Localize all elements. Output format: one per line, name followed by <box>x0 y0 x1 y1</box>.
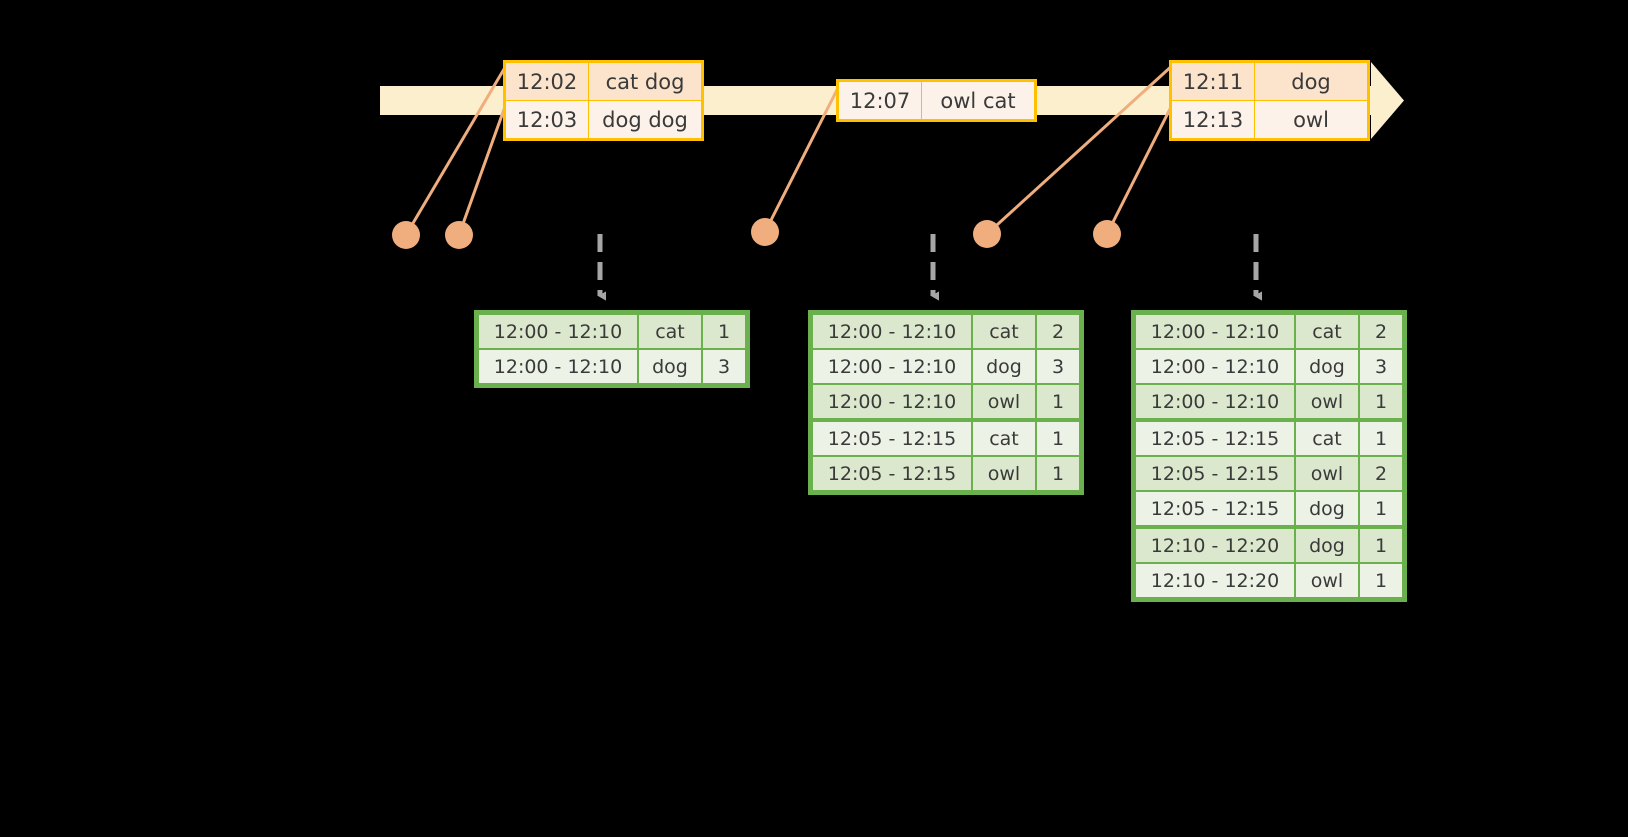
result-table-3-grid: 12:00 - 12:10 cat 2 12:00 - 12:10 dog 3 … <box>1134 313 1404 599</box>
window-range: 12:00 - 12:10 <box>813 315 971 348</box>
event-group-1-table: 12:02 cat dog 12:03 dog dog <box>505 62 702 139</box>
connector-line-5 <box>1105 100 1176 235</box>
event-payload: dog <box>1254 62 1368 101</box>
down-arrows <box>597 234 1262 301</box>
word-count: 1 <box>1360 564 1402 597</box>
table-row[interactable]: 12:00 - 12:10 dog 3 <box>813 350 1079 383</box>
word-count: 1 <box>703 315 745 348</box>
event-time: 12:03 <box>505 100 589 139</box>
event-group-1[interactable]: 12:02 cat dog 12:03 dog dog <box>503 60 704 141</box>
window-range: 12:00 - 12:10 <box>813 385 971 420</box>
window-range: 12:00 - 12:10 <box>813 350 971 383</box>
window-range: 12:00 - 12:10 <box>479 350 637 383</box>
event-row[interactable]: 12:11 dog <box>1171 62 1368 101</box>
word-key: cat <box>1296 315 1358 348</box>
table-row[interactable]: 12:00 - 12:10 cat 2 <box>1136 315 1402 348</box>
event-payload: dog dog <box>588 100 702 139</box>
word-key: cat <box>973 315 1035 348</box>
table-row[interactable]: 12:00 - 12:10 owl 1 <box>813 385 1079 420</box>
window-range: 12:00 - 12:10 <box>1136 385 1294 420</box>
event-dot-4 <box>973 220 1001 248</box>
word-count: 2 <box>1037 315 1079 348</box>
table-row[interactable]: 12:00 - 12:10 cat 1 <box>479 315 745 348</box>
event-time: 12:02 <box>505 62 589 101</box>
table-row[interactable]: 12:05 - 12:15 cat 1 <box>1136 422 1402 455</box>
event-row[interactable]: 12:03 dog dog <box>505 100 702 139</box>
connector-line-2 <box>457 100 509 236</box>
event-row[interactable]: 12:07 owl cat <box>838 81 1035 120</box>
event-dot-5 <box>1093 220 1121 248</box>
word-count: 3 <box>1037 350 1079 383</box>
event-payload: owl <box>1254 100 1368 139</box>
table-row[interactable]: 12:10 - 12:20 owl 1 <box>1136 564 1402 597</box>
event-row[interactable]: 12:13 owl <box>1171 100 1368 139</box>
table-row[interactable]: 12:05 - 12:15 dog 1 <box>1136 492 1402 527</box>
word-key: dog <box>639 350 701 383</box>
word-key: owl <box>1296 457 1358 490</box>
word-key: dog <box>1296 529 1358 562</box>
window-range: 12:10 - 12:20 <box>1136 529 1294 562</box>
result-table-2-grid: 12:00 - 12:10 cat 2 12:00 - 12:10 dog 3 … <box>811 313 1081 492</box>
event-group-2-table: 12:07 owl cat <box>838 81 1035 120</box>
word-key: cat <box>1296 422 1358 455</box>
table-row[interactable]: 12:00 - 12:10 dog 3 <box>479 350 745 383</box>
window-range: 12:00 - 12:10 <box>1136 350 1294 383</box>
table-row[interactable]: 12:10 - 12:20 dog 1 <box>1136 529 1402 562</box>
event-group-3-table: 12:11 dog 12:13 owl <box>1171 62 1368 139</box>
event-dot-3 <box>751 218 779 246</box>
word-key: dog <box>1296 492 1358 527</box>
word-count: 3 <box>703 350 745 383</box>
event-payload: owl cat <box>921 81 1035 120</box>
window-range: 12:00 - 12:10 <box>479 315 637 348</box>
word-key: owl <box>973 385 1035 420</box>
event-dot-2 <box>445 221 473 249</box>
window-range: 12:05 - 12:15 <box>813 457 971 490</box>
word-count: 2 <box>1360 315 1402 348</box>
event-dot-1 <box>392 221 420 249</box>
event-time: 12:11 <box>1171 62 1255 101</box>
table-row[interactable]: 12:05 - 12:15 cat 1 <box>813 422 1079 455</box>
table-row[interactable]: 12:05 - 12:15 owl 1 <box>813 457 1079 490</box>
word-key: dog <box>1296 350 1358 383</box>
result-table-3[interactable]: 12:00 - 12:10 cat 2 12:00 - 12:10 dog 3 … <box>1131 310 1407 602</box>
window-range: 12:05 - 12:15 <box>813 422 971 455</box>
result-table-1[interactable]: 12:00 - 12:10 cat 1 12:00 - 12:10 dog 3 <box>474 310 750 388</box>
table-row[interactable]: 12:05 - 12:15 owl 2 <box>1136 457 1402 490</box>
word-count: 2 <box>1360 457 1402 490</box>
word-key: owl <box>1296 385 1358 420</box>
word-count: 1 <box>1037 457 1079 490</box>
window-range: 12:05 - 12:15 <box>1136 457 1294 490</box>
result-table-1-grid: 12:00 - 12:10 cat 1 12:00 - 12:10 dog 3 <box>477 313 747 385</box>
event-time: 12:13 <box>1171 100 1255 139</box>
connector-line-1 <box>404 63 509 236</box>
word-count: 1 <box>1037 385 1079 420</box>
event-time: 12:07 <box>838 81 922 120</box>
word-count: 1 <box>1037 422 1079 455</box>
table-row[interactable]: 12:00 - 12:10 dog 3 <box>1136 350 1402 383</box>
word-key: dog <box>973 350 1035 383</box>
window-range: 12:00 - 12:10 <box>1136 315 1294 348</box>
word-count: 3 <box>1360 350 1402 383</box>
window-range: 12:10 - 12:20 <box>1136 564 1294 597</box>
event-row[interactable]: 12:02 cat dog <box>505 62 702 101</box>
event-group-3[interactable]: 12:11 dog 12:13 owl <box>1169 60 1370 141</box>
word-count: 1 <box>1360 385 1402 420</box>
word-count: 1 <box>1360 492 1402 527</box>
result-table-2[interactable]: 12:00 - 12:10 cat 2 12:00 - 12:10 dog 3 … <box>808 310 1084 495</box>
window-range: 12:05 - 12:15 <box>1136 422 1294 455</box>
table-row[interactable]: 12:00 - 12:10 owl 1 <box>1136 385 1402 420</box>
word-key: owl <box>973 457 1035 490</box>
word-count: 1 <box>1360 422 1402 455</box>
word-key: cat <box>973 422 1035 455</box>
word-count: 1 <box>1360 529 1402 562</box>
event-dots <box>392 218 1121 249</box>
window-range: 12:05 - 12:15 <box>1136 492 1294 527</box>
connector-line-3 <box>763 81 843 233</box>
word-key: owl <box>1296 564 1358 597</box>
event-group-2[interactable]: 12:07 owl cat <box>836 79 1037 122</box>
table-row[interactable]: 12:00 - 12:10 cat 2 <box>813 315 1079 348</box>
word-key: cat <box>639 315 701 348</box>
event-payload: cat dog <box>588 62 702 101</box>
